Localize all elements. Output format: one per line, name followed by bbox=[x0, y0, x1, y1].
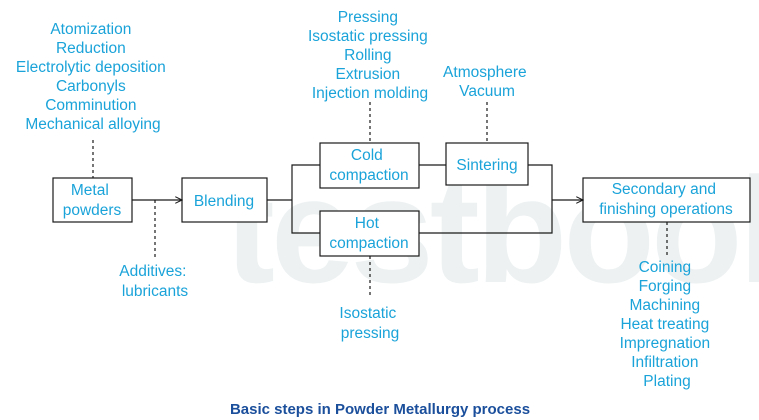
blending-box bbox=[181, 177, 268, 223]
sinter-merge-connector bbox=[419, 164, 553, 234]
finishing-ops-list: Coining Forging Machining Heat treating … bbox=[620, 259, 715, 390]
additives-note: Additives: lubricants bbox=[119, 263, 191, 300]
sinter-conditions-list: Atmosphere Vacuum bbox=[443, 64, 531, 100]
cold-methods-list: Pressing Isostatic pressing Rolling Extr… bbox=[308, 9, 432, 102]
sintering-label: Sintering bbox=[456, 157, 517, 174]
hot-methods-note: Isostatic pressing bbox=[339, 305, 400, 342]
cold-compaction-box bbox=[319, 142, 420, 189]
metal-powders-box bbox=[52, 177, 133, 223]
cold-compaction-label: Cold compaction bbox=[329, 147, 408, 184]
blending-label: Blending bbox=[194, 193, 254, 210]
hot-compaction-label: Hot compaction bbox=[329, 215, 408, 252]
sintering-box bbox=[445, 142, 529, 186]
diagram-title: Basic steps in Powder Metallurgy process bbox=[230, 401, 530, 418]
powder-methods-list: Atomization Reduction Electrolytic depos… bbox=[16, 21, 170, 133]
split-connector bbox=[267, 164, 320, 234]
secondary-finishing-label: Secondary and finishing operations bbox=[599, 181, 733, 218]
metal-powders-label: Metal powders bbox=[63, 182, 122, 219]
